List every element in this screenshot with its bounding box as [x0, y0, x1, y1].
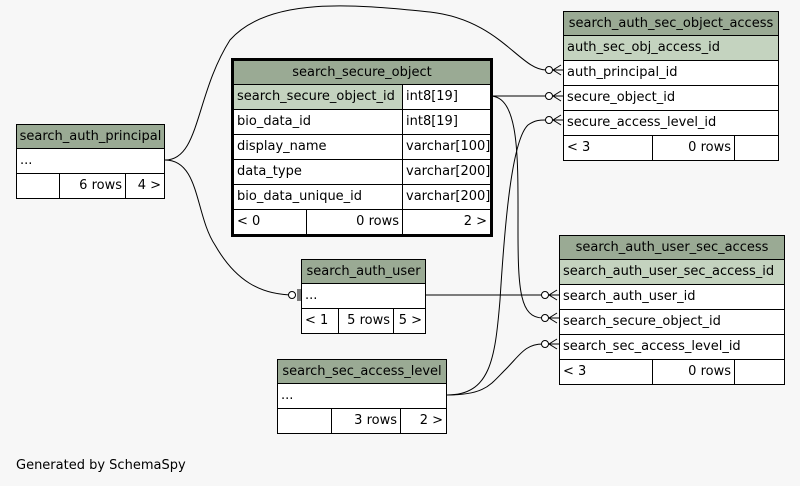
column-name: display_name: [237, 139, 327, 154]
pk-row: search_secure_object_id int8[19]: [234, 85, 490, 110]
columns-ellipsis: ...: [305, 288, 318, 303]
column-row: search_auth_user_id: [560, 285, 784, 310]
table-title: search_auth_principal: [17, 125, 164, 149]
column-row: bio_data_id int8[19]: [234, 110, 490, 135]
table-title: search_auth_user_sec_access: [560, 236, 784, 260]
column-type: int8[19]: [402, 110, 490, 134]
column-name: search_secure_object_id: [563, 314, 721, 329]
table-search-auth-user[interactable]: search_auth_user ... < 1 5 rows 5 >: [301, 259, 426, 334]
column-row: data_type varchar[200]: [234, 160, 490, 185]
table-search-auth-sec-object-access[interactable]: search_auth_sec_object_access auth_sec_o…: [563, 11, 779, 161]
row-count: 0 rows: [306, 210, 402, 234]
pk-column-name: auth_sec_obj_access_id: [567, 40, 720, 55]
column-name: secure_access_level_id: [567, 115, 717, 130]
children-count: 2 >: [402, 210, 490, 234]
parents-count: < 3: [567, 140, 591, 155]
column-row: secure_object_id: [564, 86, 778, 111]
table-title: search_auth_user: [302, 260, 425, 284]
children-count: [734, 136, 778, 160]
table-title: search_auth_sec_object_access: [564, 12, 778, 36]
column-row: search_secure_object_id: [560, 310, 784, 335]
row-count: 3 rows: [331, 409, 400, 433]
relation-line-secure-object-to-user-sec-access: [489, 95, 544, 319]
crowfoot-marker-auth-user: [288, 289, 301, 301]
row-count: 0 rows: [652, 136, 734, 160]
columns-ellipsis: ...: [20, 153, 33, 168]
column-name: data_type: [237, 164, 302, 179]
pk-column-type: int8[19]: [402, 85, 490, 109]
column-type: varchar[200]: [402, 185, 490, 209]
table-footer: < 1 5 rows 5 >: [302, 309, 425, 333]
table-search-sec-access-level[interactable]: search_sec_access_level ... 3 rows 2 >: [277, 359, 447, 434]
table-search-auth-principal[interactable]: search_auth_principal ... 6 rows 4 >: [16, 124, 165, 199]
crowfoot-marker-object-access-level: [545, 114, 563, 126]
children-count: 4 >: [125, 174, 164, 198]
crowfoot-marker-user-sec-access-user: [541, 289, 559, 301]
pk-column-name: search_auth_user_sec_access_id: [563, 264, 775, 279]
relation-line-principal-to-object-access: [164, 5, 547, 161]
crowfoot-marker-object-access-principal: [545, 64, 563, 76]
parents-count: < 3: [563, 364, 587, 379]
children-count: 5 >: [393, 309, 425, 333]
pk-row: auth_sec_obj_access_id: [564, 36, 778, 61]
parents-count: [278, 409, 331, 433]
children-count: [734, 360, 784, 384]
column-type: varchar[200]: [402, 160, 490, 184]
children-count: 2 >: [400, 409, 446, 433]
parents-count: [17, 174, 59, 198]
crowfoot-marker-user-sec-access-object: [541, 312, 559, 324]
table-footer: < 3 0 rows: [560, 360, 784, 384]
relation-line-access-level-to-user-sec-access: [446, 343, 544, 396]
column-type: varchar[100]: [402, 135, 490, 159]
column-row: bio_data_unique_id varchar[200]: [234, 185, 490, 210]
crowfoot-marker-user-sec-access-level: [541, 338, 559, 350]
column-name: auth_principal_id: [567, 65, 678, 80]
pk-column-name: search_secure_object_id: [237, 89, 395, 104]
column-name: secure_object_id: [567, 90, 676, 105]
column-row: ...: [17, 149, 164, 174]
column-name: bio_data_unique_id: [237, 189, 363, 204]
table-footer: < 3 0 rows: [564, 136, 778, 160]
column-row: display_name varchar[100]: [234, 135, 490, 160]
table-title: search_sec_access_level: [278, 360, 446, 384]
table-footer: 3 rows 2 >: [278, 409, 446, 433]
table-footer: 6 rows 4 >: [17, 174, 164, 198]
column-row: ...: [278, 384, 446, 409]
table-title: search_secure_object: [234, 61, 490, 85]
column-name: search_auth_user_id: [563, 289, 696, 304]
column-row: auth_principal_id: [564, 61, 778, 86]
generated-by-credit: Generated by SchemaSpy: [16, 458, 186, 473]
relation-line-access-level-to-object-access: [446, 119, 547, 396]
column-row: secure_access_level_id: [564, 111, 778, 136]
row-count: 6 rows: [59, 174, 125, 198]
column-name: search_sec_access_level_id: [563, 339, 741, 354]
column-row: search_sec_access_level_id: [560, 335, 784, 360]
row-count: 0 rows: [652, 360, 734, 384]
table-search-auth-user-sec-access[interactable]: search_auth_user_sec_access search_auth_…: [559, 235, 785, 385]
row-count: 5 rows: [338, 309, 393, 333]
crowfoot-marker-object-access-secure-object: [545, 90, 563, 102]
table-footer: < 0 0 rows 2 >: [234, 210, 490, 234]
pk-row: search_auth_user_sec_access_id: [560, 260, 784, 285]
parents-count: < 1: [305, 313, 329, 328]
parents-count: < 0: [237, 214, 261, 229]
column-name: bio_data_id: [237, 114, 311, 129]
columns-ellipsis: ...: [281, 388, 294, 403]
relation-line-principal-to-auth-user: [164, 159, 295, 296]
table-search-secure-object[interactable]: search_secure_object search_secure_objec…: [231, 58, 493, 237]
column-row: ...: [302, 284, 425, 309]
